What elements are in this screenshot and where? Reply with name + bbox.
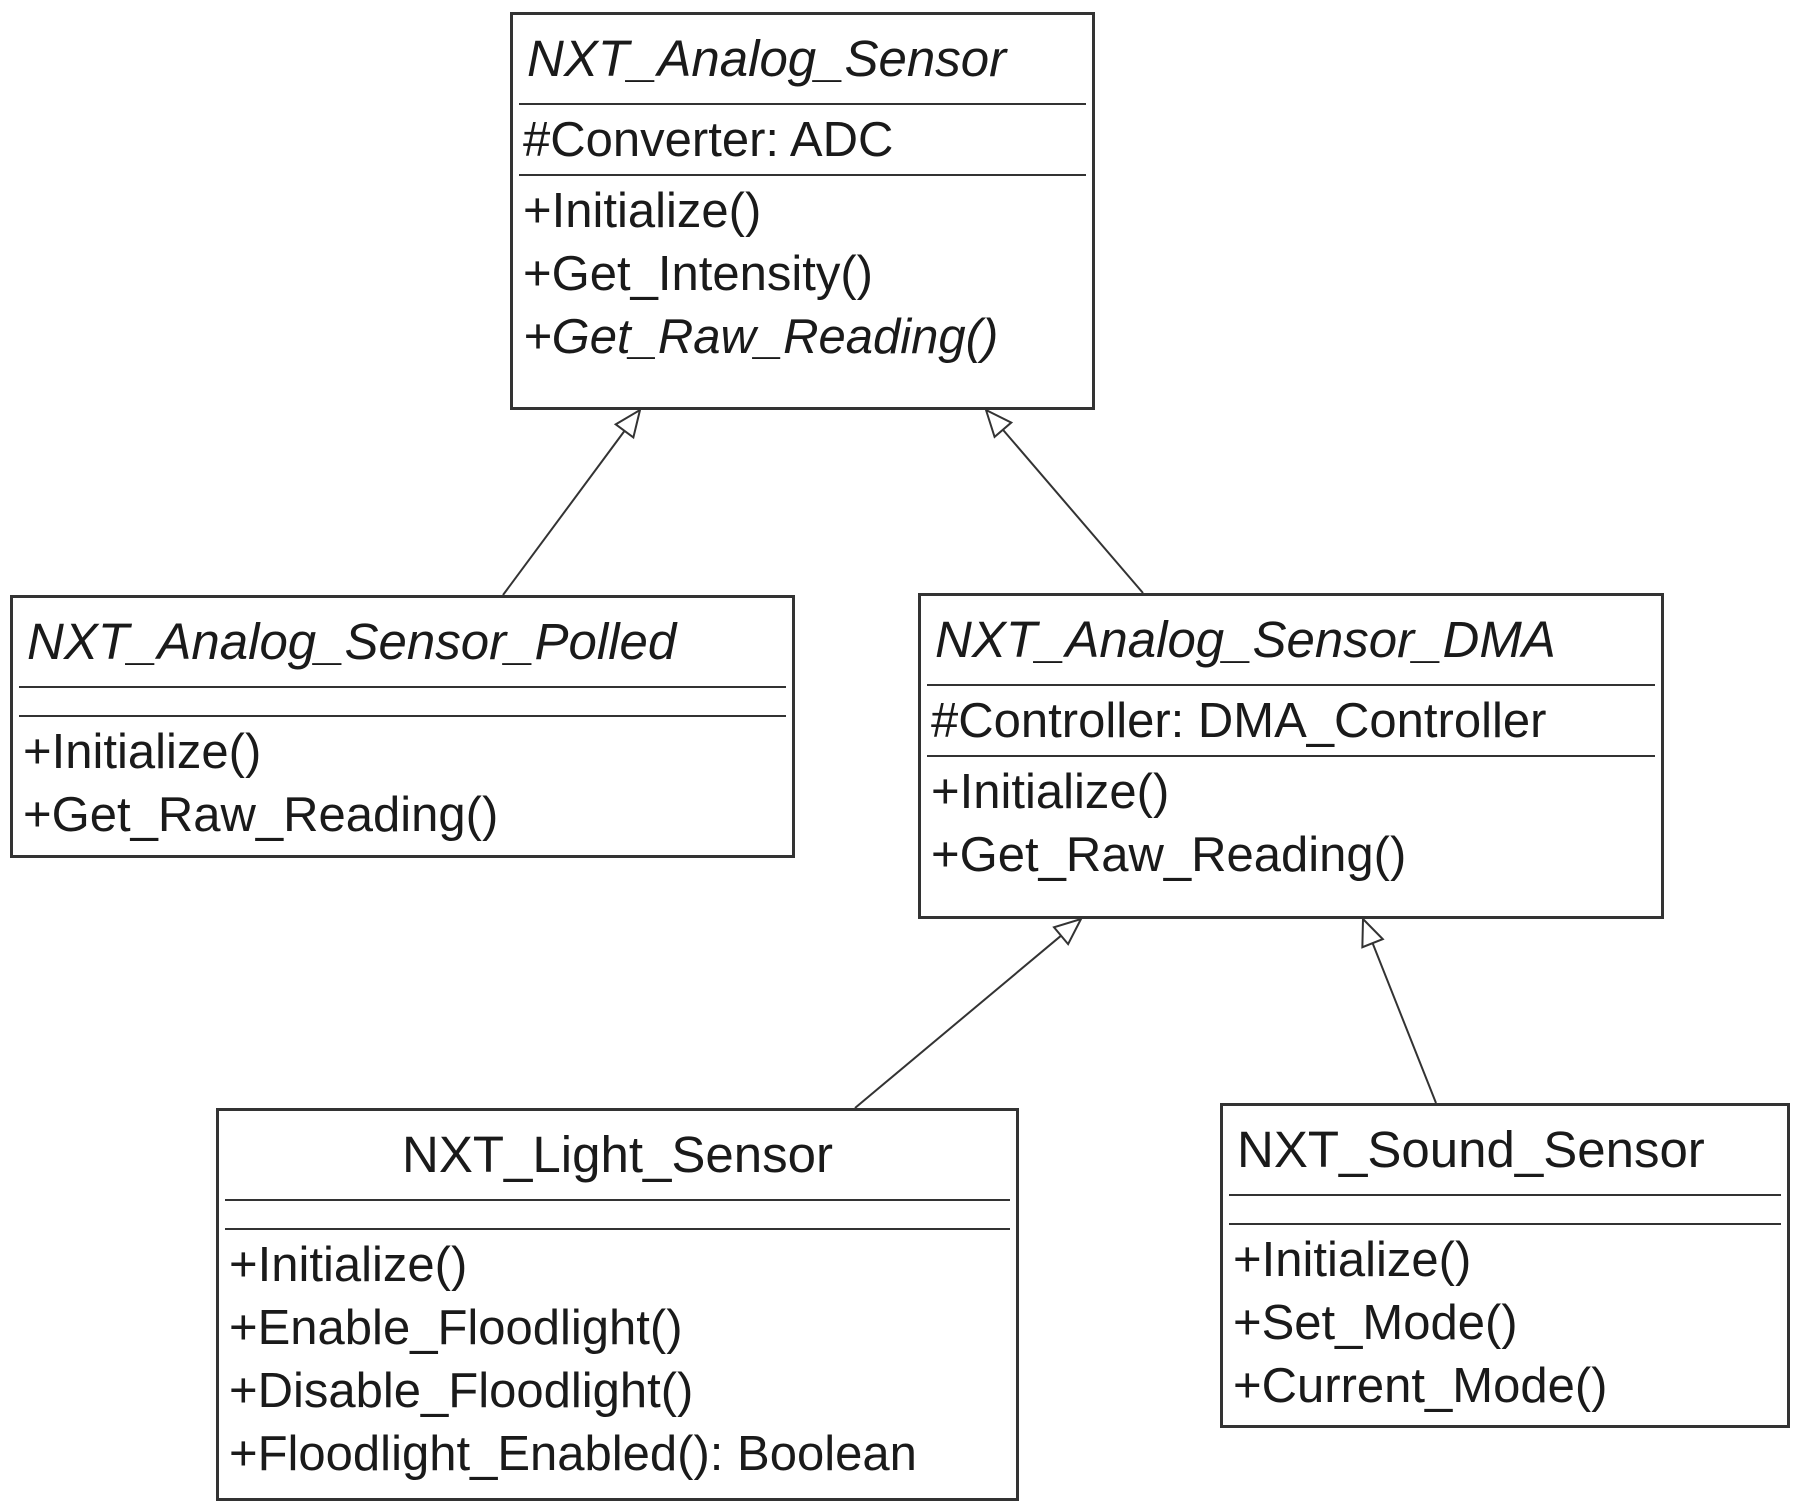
operations-compartment: +Initialize() +Get_Raw_Reading() bbox=[13, 717, 792, 849]
compartment-divider bbox=[927, 755, 1655, 757]
class-name: NXT_Light_Sensor bbox=[402, 1126, 833, 1183]
compartment-divider bbox=[927, 684, 1655, 686]
operation: +Get_Raw_Reading() bbox=[23, 788, 499, 842]
class-nxt-analog-sensor: NXT_Analog_Sensor #Converter: ADC +Initi… bbox=[510, 12, 1095, 410]
operation: +Set_Mode() bbox=[1233, 1296, 1518, 1350]
class-nxt-analog-sensor-dma: NXT_Analog_Sensor_DMA #Controller: DMA_C… bbox=[918, 593, 1664, 919]
compartment-divider bbox=[519, 174, 1086, 176]
hollow-triangle-arrowhead bbox=[984, 408, 1014, 439]
operation: +Initialize() bbox=[523, 184, 762, 238]
compartment-divider bbox=[225, 1228, 1010, 1230]
attributes-compartment bbox=[219, 1201, 1016, 1228]
operation: +Initialize() bbox=[229, 1238, 468, 1292]
compartment-divider bbox=[1229, 1223, 1781, 1225]
operation: +Floodlight_Enabled(): Boolean bbox=[229, 1427, 917, 1481]
hollow-triangle-arrowhead bbox=[1052, 917, 1083, 946]
class-nxt-sound-sensor: NXT_Sound_Sensor +Initialize() +Set_Mode… bbox=[1220, 1103, 1790, 1428]
operation: +Enable_Floodlight() bbox=[229, 1301, 683, 1355]
operations-compartment: +Initialize() +Set_Mode() +Current_Mode(… bbox=[1223, 1225, 1787, 1420]
class-name: NXT_Analog_Sensor_Polled bbox=[27, 613, 677, 670]
generalization-polled-to-analog_sensor bbox=[502, 407, 642, 596]
compartment-divider bbox=[519, 103, 1086, 105]
attribute: #Controller: DMA_Controller bbox=[931, 694, 1547, 748]
generalization-dma-to-analog_sensor bbox=[984, 408, 1144, 594]
class-name: NXT_Analog_Sensor_DMA bbox=[935, 611, 1556, 668]
inheritance-line bbox=[502, 430, 626, 596]
operation: +Get_Raw_Reading() bbox=[931, 828, 1407, 882]
operation: +Disable_Floodlight() bbox=[229, 1364, 694, 1418]
class-nxt-analog-sensor-polled: NXT_Analog_Sensor_Polled +Initialize() +… bbox=[10, 595, 795, 858]
inheritance-line bbox=[1371, 942, 1437, 1104]
class-nxt-light-sensor: NXT_Light_Sensor +Initialize() +Enable_F… bbox=[216, 1108, 1019, 1501]
class-name: NXT_Analog_Sensor bbox=[527, 30, 1007, 87]
generalization-sound-to-dma bbox=[1361, 916, 1437, 1104]
operations-compartment: +Initialize() +Get_Raw_Reading() bbox=[921, 757, 1661, 889]
operation: +Get_Intensity() bbox=[523, 247, 873, 301]
operation: +Initialize() bbox=[931, 765, 1170, 819]
attributes-compartment bbox=[1223, 1196, 1787, 1223]
generalization-light-to-dma bbox=[854, 917, 1083, 1109]
class-name: NXT_Sound_Sensor bbox=[1237, 1121, 1705, 1178]
operation: +Initialize() bbox=[23, 725, 262, 779]
compartment-divider bbox=[225, 1199, 1010, 1201]
compartment-divider bbox=[1229, 1194, 1781, 1196]
operation: +Initialize() bbox=[1233, 1233, 1472, 1287]
operations-compartment: +Initialize() +Enable_Floodlight() +Disa… bbox=[219, 1230, 1016, 1488]
attribute: #Converter: ADC bbox=[523, 113, 894, 167]
attributes-compartment bbox=[13, 688, 792, 715]
inheritance-line bbox=[1002, 429, 1144, 594]
hollow-triangle-arrowhead bbox=[613, 407, 642, 440]
operation-abstract: +Get_Raw_Reading() bbox=[523, 310, 999, 364]
attributes-compartment: #Converter: ADC bbox=[513, 105, 1092, 174]
compartment-divider bbox=[19, 715, 786, 717]
hollow-triangle-arrowhead bbox=[1361, 916, 1385, 949]
operation: +Current_Mode() bbox=[1233, 1359, 1608, 1413]
inheritance-line bbox=[854, 934, 1062, 1109]
compartment-divider bbox=[19, 686, 786, 688]
operations-compartment: +Initialize() +Get_Intensity() +Get_Raw_… bbox=[513, 176, 1092, 371]
attributes-compartment: #Controller: DMA_Controller bbox=[921, 686, 1661, 755]
